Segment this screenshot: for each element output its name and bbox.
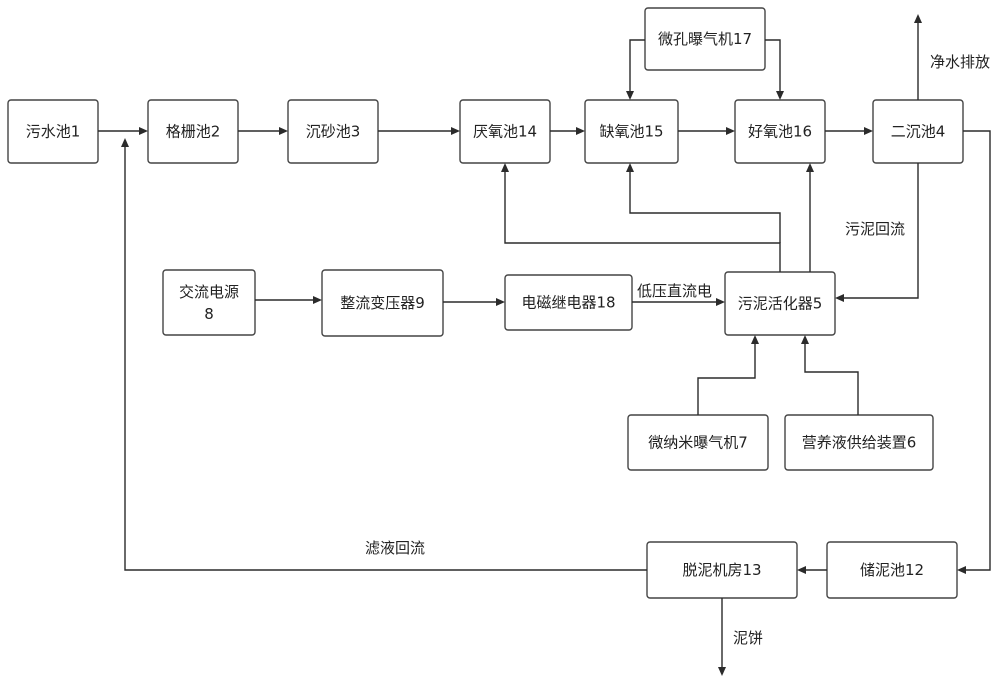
node-sludge-storage: 储泥池12 [826, 541, 958, 599]
edge-rectifier-to-relay [443, 298, 505, 306]
edge-clarifier-to-storage [957, 130, 991, 574]
node-aerobic-tank: 好氧池16 [734, 99, 826, 164]
label-sludge-return: 污泥回流 [845, 220, 905, 238]
edge-anoxic-to-aerobic [678, 127, 735, 135]
edge-relay-to-activator [632, 298, 725, 306]
node-grille-tank: 格栅池2 [147, 99, 239, 164]
edge-storage-to-dewatering [797, 566, 827, 574]
edge-filtrate-return [121, 138, 647, 571]
node-electromagnetic-relay: 电磁继电器18 [504, 274, 633, 331]
node-dewatering-room: 脱泥机房13 [646, 541, 798, 599]
node-ac-power: 交流电源 8 [162, 269, 256, 336]
edge-activator-to-anaerobic [501, 163, 781, 272]
node-label: 营养液供给装置6 [802, 434, 917, 452]
node-label: 二沉池4 [891, 123, 946, 141]
node-sludge-activator: 污泥活化器5 [724, 271, 836, 336]
label-sludge-cake: 泥饼 [733, 629, 763, 647]
node-label: 好氧池16 [748, 123, 812, 141]
node-secondary-clarifier: 二沉池4 [872, 99, 964, 164]
edge-sewage-to-grille [98, 127, 148, 135]
edge-sludge-return [835, 163, 919, 302]
edge-aerator17-to-aerobic [765, 39, 784, 100]
edge-activator-to-aerobic [806, 163, 814, 272]
node-microporous-aerator: 微孔曝气机17 [644, 7, 766, 71]
edge-grit-to-anaerobic [378, 127, 460, 135]
node-label-line-1: 交流电源 [179, 283, 239, 301]
node-anoxic-tank: 缺氧池15 [584, 99, 679, 164]
node-micro-nano-aerator: 微纳米曝气机7 [627, 414, 769, 471]
node-label: 污泥活化器5 [738, 295, 823, 313]
node-label: 微孔曝气机17 [658, 30, 752, 48]
node-label: 脱泥机房13 [682, 561, 761, 579]
edge-activator-to-anoxic [626, 163, 781, 243]
node-label: 格栅池2 [166, 123, 221, 141]
edge-clarifier-discharge [914, 14, 922, 100]
label-clean-water-discharge: 净水排放 [930, 53, 990, 71]
node-label: 整流变压器9 [340, 294, 425, 312]
edge-nutrient-to-activator [801, 335, 859, 415]
edge-anaerobic-to-anoxic [550, 127, 585, 135]
node-anaerobic-tank: 厌氧池14 [459, 99, 551, 164]
node-label-line-2: 8 [204, 305, 214, 323]
node-label: 储泥池12 [860, 561, 924, 579]
node-grit-tank: 沉砂池3 [287, 99, 379, 164]
label-low-voltage-dc: 低压直流电 [637, 282, 712, 300]
node-label: 电磁继电器18 [521, 294, 615, 312]
edge-aerobic-to-clarifier [825, 127, 873, 135]
node-label: 缺氧池15 [599, 123, 663, 141]
node-label: 厌氧池14 [473, 123, 537, 141]
node-rectifier-transformer: 整流变压器9 [321, 269, 444, 337]
edge-ac-to-rectifier [255, 296, 322, 304]
edge-sludge-cake-out [718, 598, 726, 676]
node-label: 沉砂池3 [306, 123, 361, 141]
node-label: 微纳米曝气机7 [648, 434, 748, 452]
node-label: 污水池1 [26, 123, 81, 141]
edge-grille-to-grit [238, 127, 288, 135]
node-sewage-tank: 污水池1 [7, 99, 99, 164]
edge-aerator17-to-anoxic [626, 39, 645, 100]
node-nutrient-supply: 营养液供给装置6 [784, 414, 934, 471]
label-filtrate-return: 滤液回流 [365, 539, 425, 557]
edge-nano-aerator-to-activator [697, 335, 759, 415]
